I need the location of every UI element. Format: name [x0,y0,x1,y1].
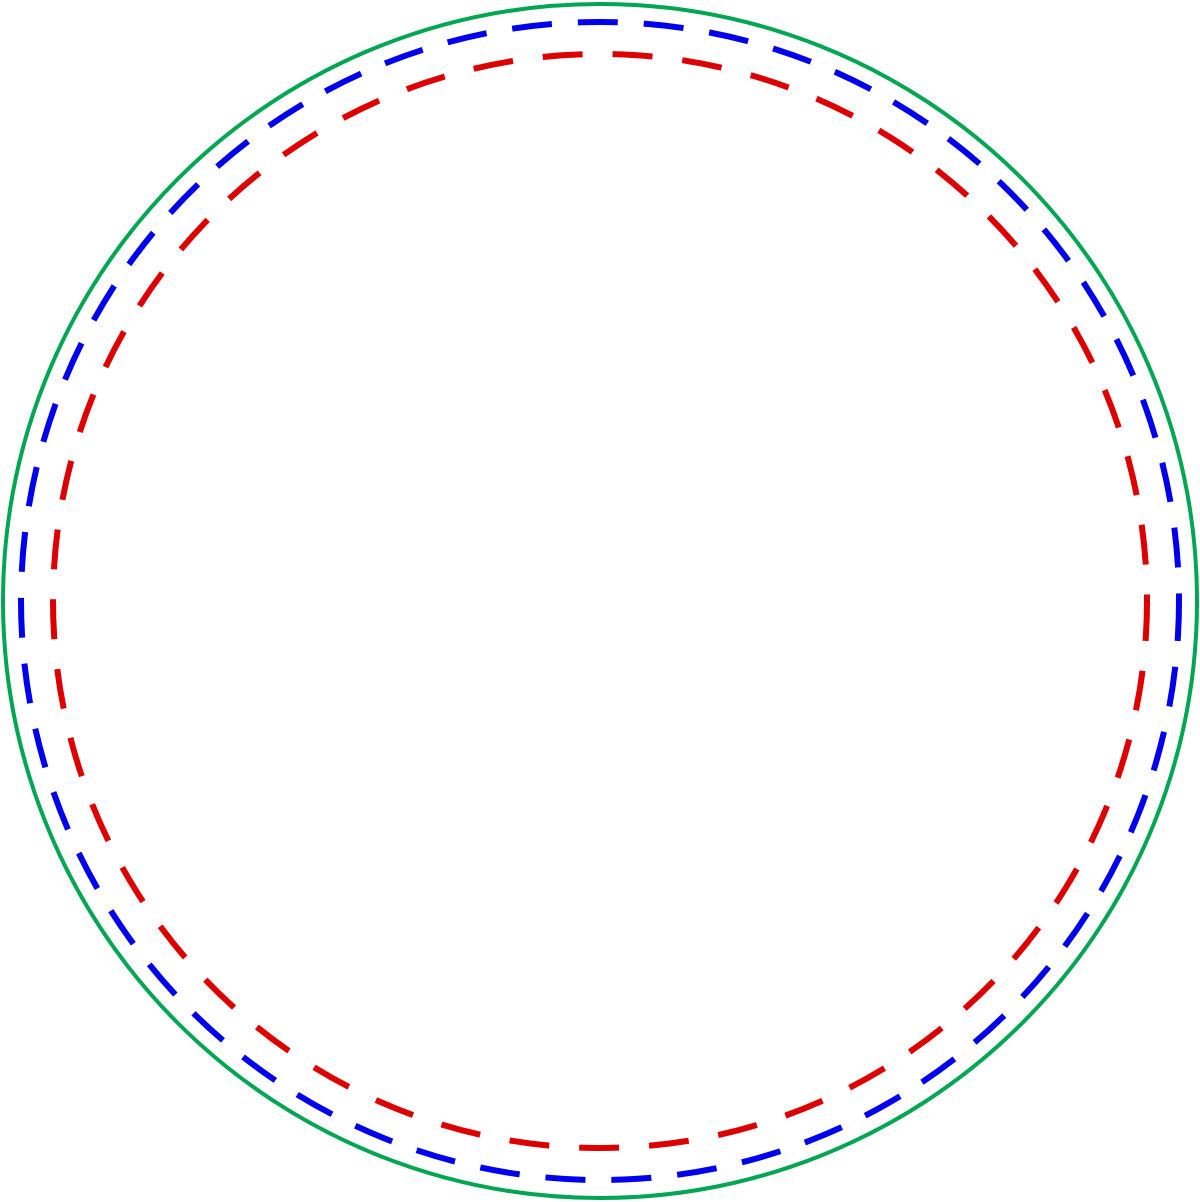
inner-dashed-circle [50,51,1150,1151]
middle-dashed-circle [18,19,1182,1183]
